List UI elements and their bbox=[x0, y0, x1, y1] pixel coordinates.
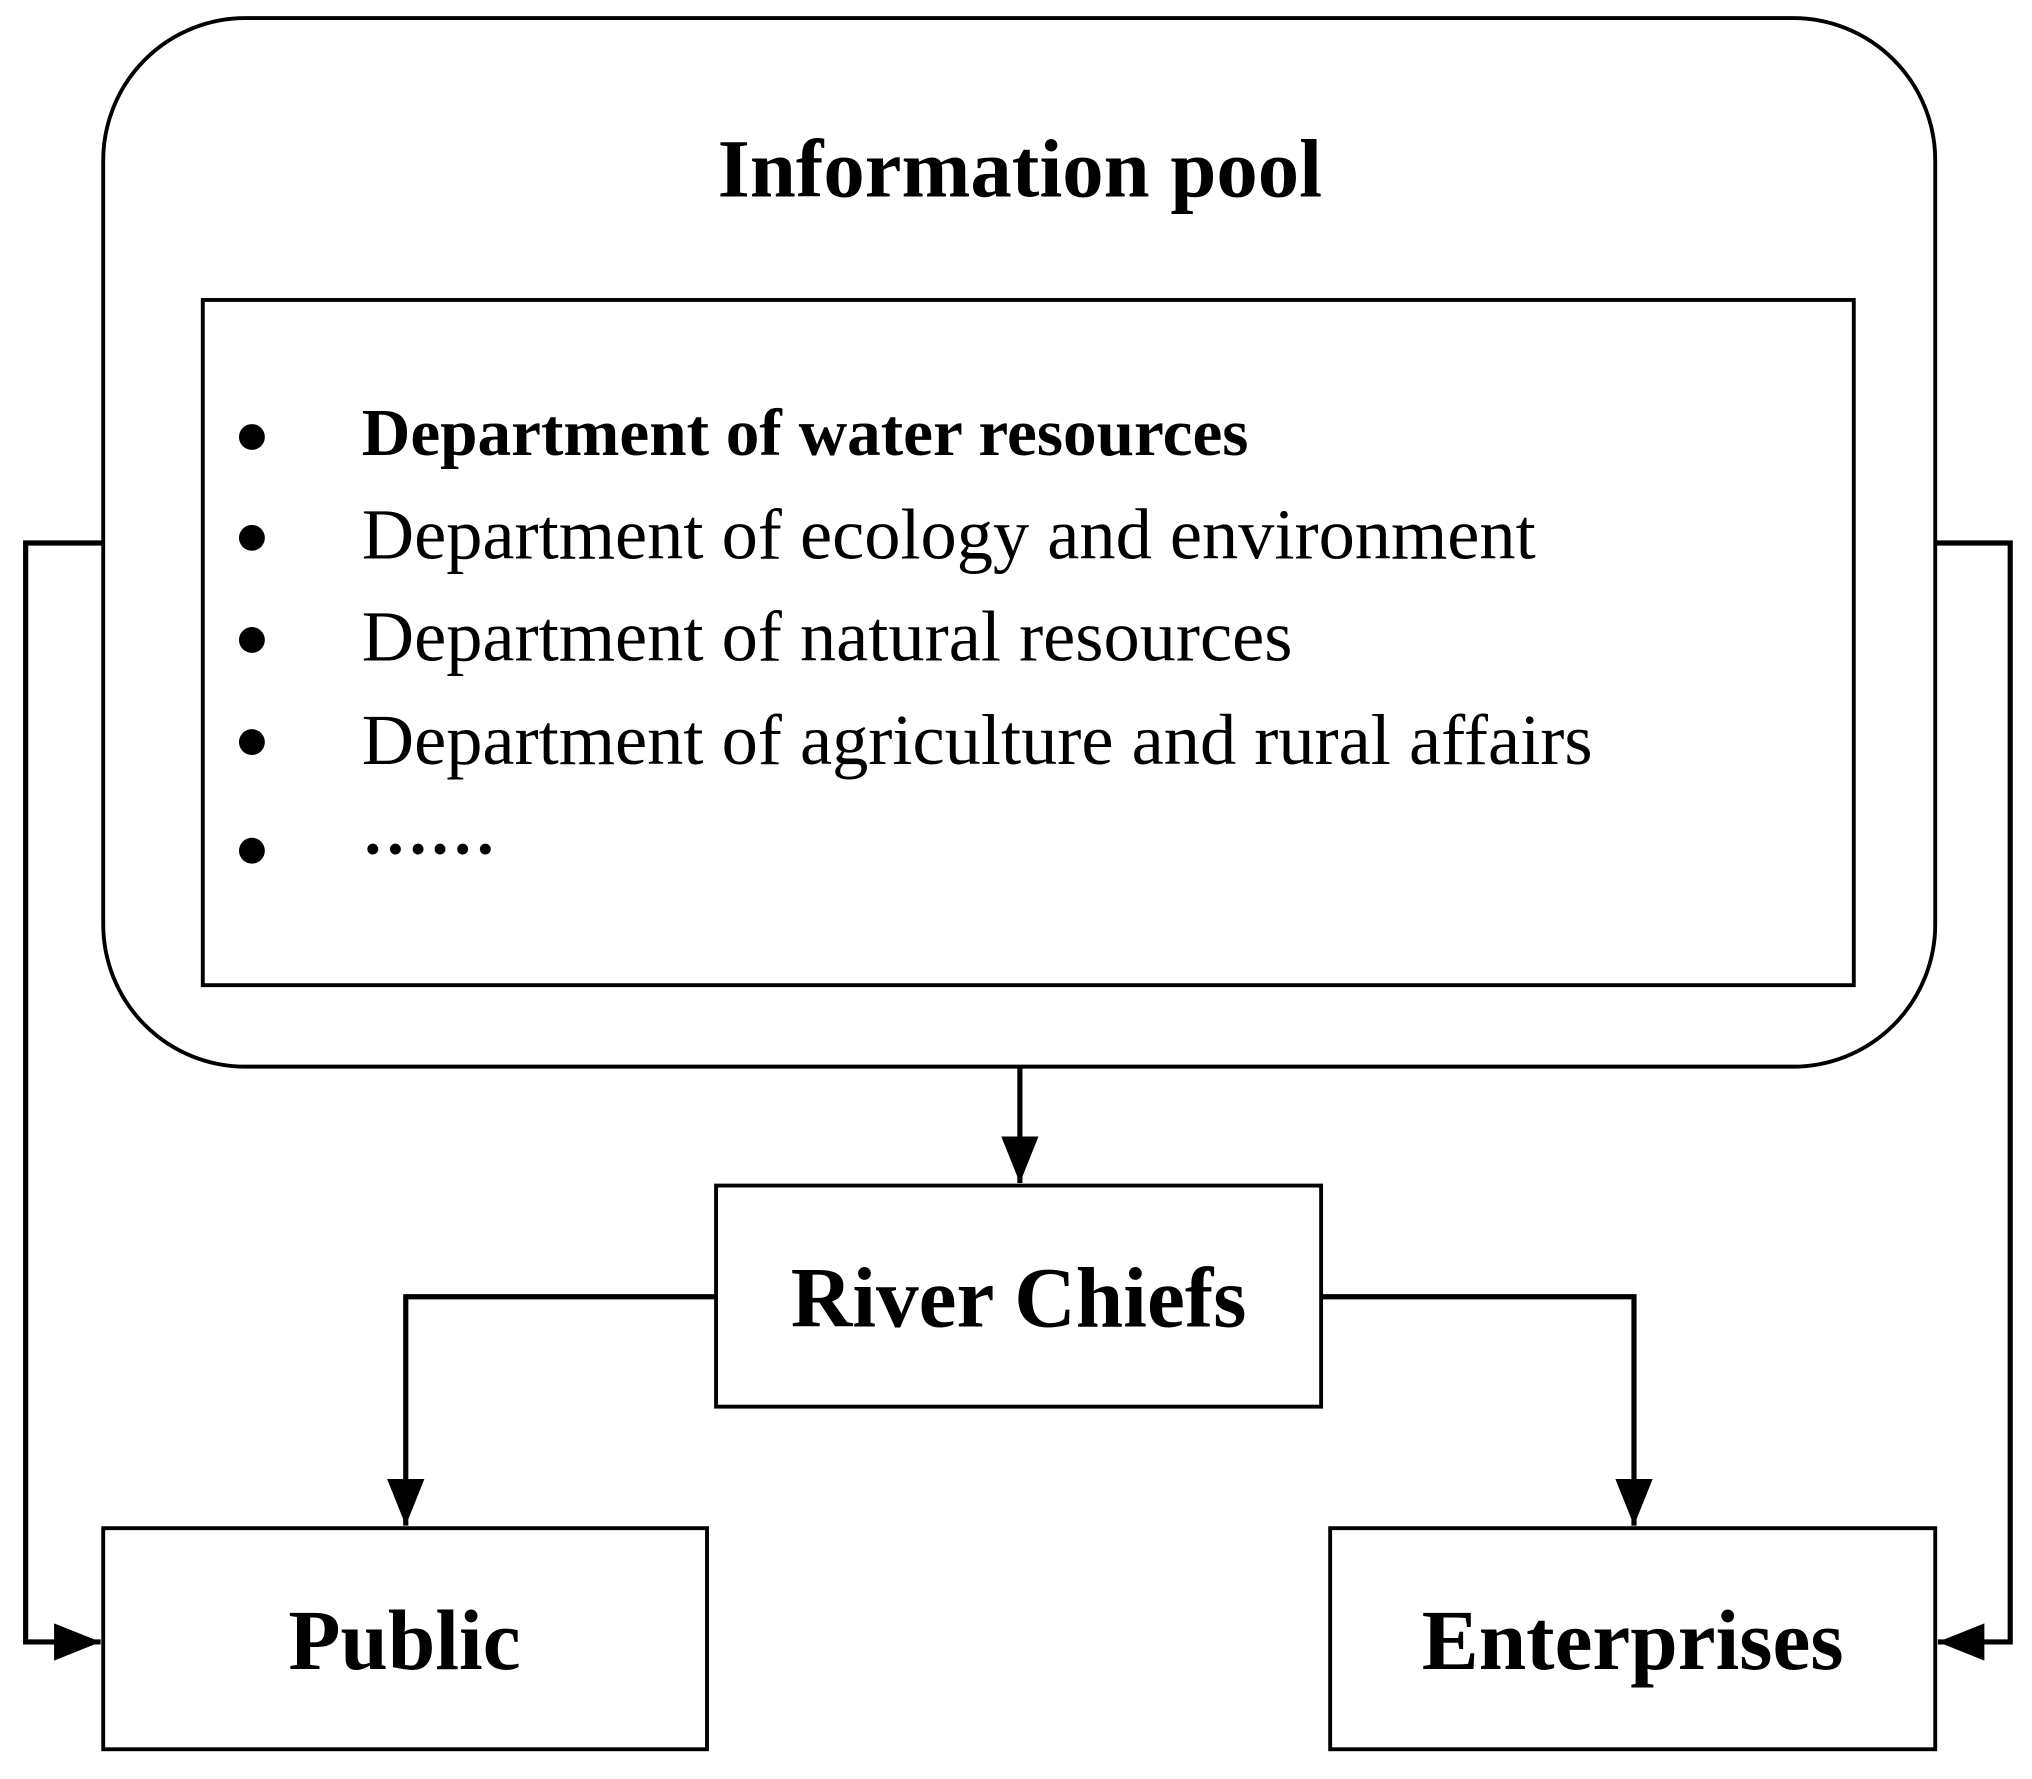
bullet-icon bbox=[238, 729, 265, 756]
bullet-icon bbox=[238, 424, 265, 450]
arrow-river-chiefs-to-enterprises bbox=[1321, 1294, 1653, 1526]
enterprises-label: Enterprises bbox=[1422, 1594, 1844, 1688]
public-box bbox=[101, 1526, 709, 1752]
enterprises-box bbox=[1328, 1526, 1938, 1752]
bullet-icon bbox=[238, 837, 265, 864]
arrow-pool-to-public bbox=[23, 540, 104, 1661]
arrow-pool-to-enterprises bbox=[1935, 540, 2013, 1661]
department-item: Department of agriculture and rural affa… bbox=[362, 699, 1593, 780]
department-item: Department of natural resources bbox=[362, 596, 1293, 677]
information-pool-title: Information pool bbox=[718, 123, 1322, 215]
departments-list: Department of water resources Department… bbox=[238, 395, 1593, 868]
river-chiefs-box bbox=[714, 1183, 1324, 1409]
departments-box bbox=[200, 298, 1856, 988]
department-item: Department of ecology and environment bbox=[362, 494, 1536, 575]
department-item: Department of water resources bbox=[362, 395, 1249, 470]
bullet-icon bbox=[238, 627, 265, 653]
arrow-river-chiefs-to-public bbox=[387, 1294, 717, 1526]
bullet-icon bbox=[238, 524, 265, 551]
public-label: Public bbox=[288, 1594, 520, 1688]
department-item: …… bbox=[362, 793, 496, 868]
river-chiefs-label: River Chiefs bbox=[791, 1251, 1247, 1345]
